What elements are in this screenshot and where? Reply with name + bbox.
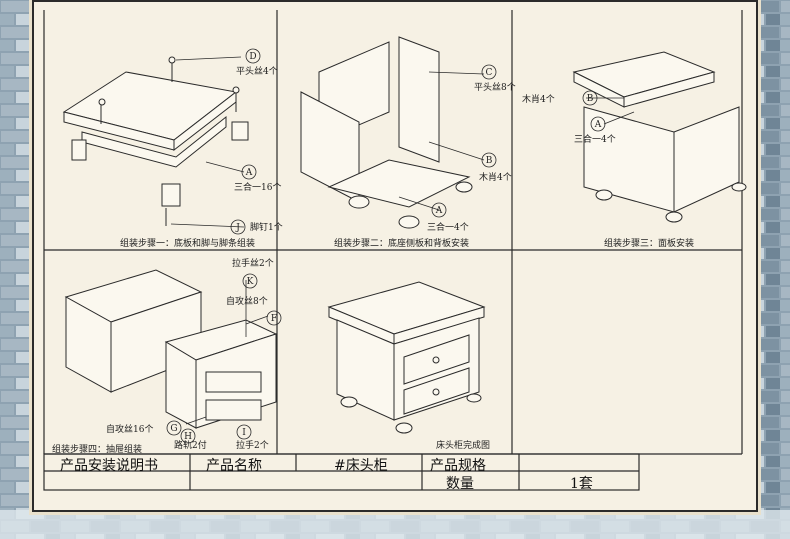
step1-j-text: 脚钉1个	[250, 222, 283, 233]
label-a-circle	[241, 164, 257, 180]
step1-d-text: 平头丝4个	[236, 65, 278, 77]
label-f-circle	[266, 310, 282, 326]
title-table-grid	[43, 453, 640, 491]
label-h-circle	[180, 428, 196, 444]
step3-caption: 组装步骤三：面板安装	[604, 239, 695, 249]
step2-a-text: 三合一4个	[427, 221, 469, 233]
label-a: A	[245, 168, 253, 178]
product-name-label: 产品名称	[206, 458, 262, 474]
label-a2-circle	[431, 202, 447, 218]
step3-a-text: 三合一4个	[574, 133, 616, 145]
step4-caption: 组装步骤四：抽屉组装	[52, 445, 143, 455]
label-c-circle	[481, 64, 497, 80]
step1-caption: 组装步骤一：底板和脚与脚条组装	[120, 239, 256, 249]
label-a3: A	[594, 120, 602, 130]
step3-b-text: 木肖4个	[522, 93, 555, 105]
label-b: B	[486, 156, 493, 166]
instruction-sheet: D 平头丝4个 A 三合一16个 J 脚钉1个 组装步骤一：底板和脚与脚条组装 …	[32, 0, 758, 512]
step2-diagram: C 平头丝8个 B 木肖4个 A 三合一4个	[300, 36, 516, 233]
step4-g-text: 自攻丝16个	[106, 423, 153, 435]
product-name-value: #床头柜	[334, 458, 388, 474]
manual-title: 产品安装说明书	[60, 458, 158, 474]
label-b3-circle	[582, 90, 598, 106]
label-b-circle	[481, 152, 497, 168]
product-spec-label: 产品规格	[430, 458, 486, 474]
step2-caption: 组装步骤二：底座侧板和背板安装	[334, 239, 470, 249]
label-f: F	[271, 314, 277, 324]
step3-diagram: 木肖4个 B A 三合一4个	[522, 51, 747, 223]
label-d-circle	[245, 48, 261, 64]
step4-f-text: 自攻丝8个	[226, 295, 268, 307]
quantity-label: 数量	[446, 476, 474, 492]
step2-c-text: 平头丝8个	[474, 81, 516, 93]
label-j: J	[235, 223, 240, 233]
label-h: H	[184, 432, 192, 442]
label-k: K	[247, 277, 254, 287]
finished-caption: 床头柜完成图	[436, 441, 491, 451]
label-g-circle	[166, 420, 182, 436]
step4-i-text: 拉手2个	[236, 439, 269, 451]
label-b3: B	[587, 94, 594, 104]
label-a2: A	[435, 206, 443, 216]
step1-diagram: D 平头丝4个 A 三合一16个 J 脚钉1个	[62, 48, 283, 235]
step2-b-text: 木肖4个	[479, 171, 512, 183]
label-d: D	[249, 52, 256, 62]
step4-k-text: 拉手丝2个	[232, 257, 274, 269]
quantity-value: 1套	[570, 476, 593, 492]
label-c: C	[486, 68, 493, 78]
finished-diagram	[327, 281, 486, 434]
label-k-circle	[242, 273, 258, 289]
step4-diagram: 拉手丝2个 K 自攻丝8个 F 自攻丝16个 G H 路轨2付 拉手2个 I	[64, 257, 282, 451]
label-a3-circle	[590, 116, 606, 132]
label-j-circle	[230, 219, 246, 235]
label-i-circle	[236, 424, 252, 440]
label-i: I	[242, 428, 246, 438]
step4-h-text: 路轨2付	[174, 439, 207, 451]
label-g: G	[170, 424, 177, 434]
step1-a-text: 三合一16个	[234, 181, 281, 193]
